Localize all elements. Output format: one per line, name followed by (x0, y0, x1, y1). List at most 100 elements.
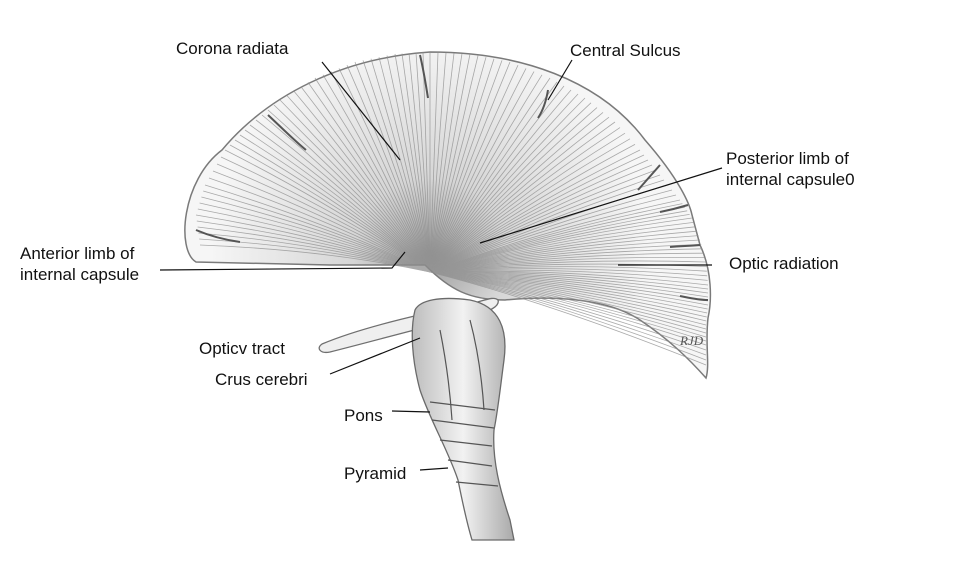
fiber-strand (307, 82, 431, 273)
fiber-strand (429, 271, 707, 361)
fiber-strand (244, 129, 431, 273)
fiber-strand (212, 170, 431, 273)
leader-lines (159, 59, 723, 471)
label-posterior-limb-line2: internal capsule0 (726, 170, 855, 189)
label-posterior-limb: Posterior limb of internal capsule0 (726, 148, 855, 190)
fiber-strand (429, 164, 653, 273)
fiber-strand (429, 271, 707, 366)
fiber-strand (429, 252, 704, 273)
fiber-strand (429, 244, 702, 273)
fiber-strand (429, 271, 707, 330)
fiber-strand (429, 271, 707, 322)
fiber-strand (267, 109, 431, 273)
gyral-notches (195, 54, 709, 301)
leader-pyramid (419, 467, 449, 471)
fiber-strand (199, 244, 431, 273)
fiber-strand (429, 53, 471, 273)
fiber-strand (216, 163, 431, 273)
fiber-strand (322, 74, 431, 273)
fiber-strand (429, 248, 703, 273)
fiber-strand (429, 214, 690, 273)
fiber-strand (220, 156, 431, 273)
fiber-strand (429, 93, 579, 273)
artist-signature: RJD (679, 333, 704, 348)
fiber-strand (429, 226, 696, 273)
label-anterior-limb: Anterior limb of internal capsule (20, 243, 139, 285)
fiber-strand (429, 271, 708, 310)
fiber-strand (429, 268, 708, 277)
fiber-strand (346, 65, 431, 273)
label-central-sulcus: Central Sulcus (570, 41, 681, 60)
fiber-strand (429, 52, 439, 273)
label-pyramid: Pyramid (344, 464, 407, 483)
fiber-strand (429, 269, 708, 281)
fiber-strand (429, 71, 535, 273)
fiber-strand (429, 271, 707, 334)
fiber-strand (203, 190, 431, 273)
leader-anterior-limb (159, 251, 406, 271)
fiber-strand (429, 271, 707, 356)
fiber-strand (197, 226, 431, 273)
fiber-strand (429, 194, 677, 273)
fiber-strand (204, 184, 431, 273)
leader-crus-cerebri (329, 337, 421, 375)
fiber-strand (429, 65, 519, 273)
fiber-strand (429, 74, 543, 273)
fiber-strand (429, 138, 631, 273)
fiber-strand (224, 149, 431, 273)
fiber-strand (429, 55, 479, 273)
fiber-strand (195, 214, 431, 273)
fiber-strand (408, 53, 431, 273)
fiber-strand (429, 271, 709, 294)
fiber-strand (286, 95, 431, 273)
fiber-strand (429, 179, 665, 273)
fiber-strand (354, 61, 431, 273)
fiber-strand (386, 55, 431, 273)
fiber-strand (394, 53, 431, 273)
fiber-strand (279, 99, 431, 273)
fiber-strand (429, 61, 511, 273)
fiber-strand (429, 159, 649, 273)
fiber-strand (429, 102, 592, 273)
leader-pons (391, 410, 431, 413)
fiber-strand (429, 271, 709, 302)
fiber-strand (429, 169, 657, 273)
label-pons: Pons (344, 406, 383, 425)
brainstem-shape (411, 297, 515, 541)
fiber-strand (429, 174, 661, 273)
fiber-strand (429, 222, 694, 273)
fiber-strand (429, 60, 503, 273)
fiber-strand (429, 271, 707, 342)
fiber-strand (429, 271, 708, 314)
fiber-strand (429, 97, 586, 273)
fiber-strand (273, 104, 431, 273)
fiber-strand (249, 124, 431, 273)
fiber-strand (197, 208, 431, 273)
fiber-strand (429, 144, 636, 273)
fiber-strand (429, 112, 604, 273)
fiber-strand (429, 206, 685, 273)
fiber-strand (401, 53, 431, 273)
fiber-strand (300, 86, 431, 273)
fiber-strands (195, 52, 709, 366)
fiber-strand (429, 53, 463, 273)
fiber-strand (429, 239, 701, 273)
fiber-strand (429, 203, 683, 273)
fiber-strand (199, 202, 431, 273)
fiber-strand (378, 57, 431, 273)
fiber-strand (196, 220, 431, 273)
fiber-strand (429, 199, 681, 273)
leader-central-sulcus (547, 59, 573, 101)
fiber-strand (229, 144, 431, 273)
label-corona-radiata: Corona radiata (176, 39, 289, 58)
fiber-strand (429, 58, 495, 273)
fiber-strand (429, 107, 598, 273)
fiber-strand (429, 271, 707, 318)
fiber-strand (362, 60, 431, 273)
fiber-strand (429, 230, 697, 273)
fiber-strand (314, 77, 431, 273)
label-optic-radiation: Optic radiation (729, 254, 839, 273)
fiber-strand (338, 68, 431, 273)
fiber-strand (429, 271, 707, 346)
